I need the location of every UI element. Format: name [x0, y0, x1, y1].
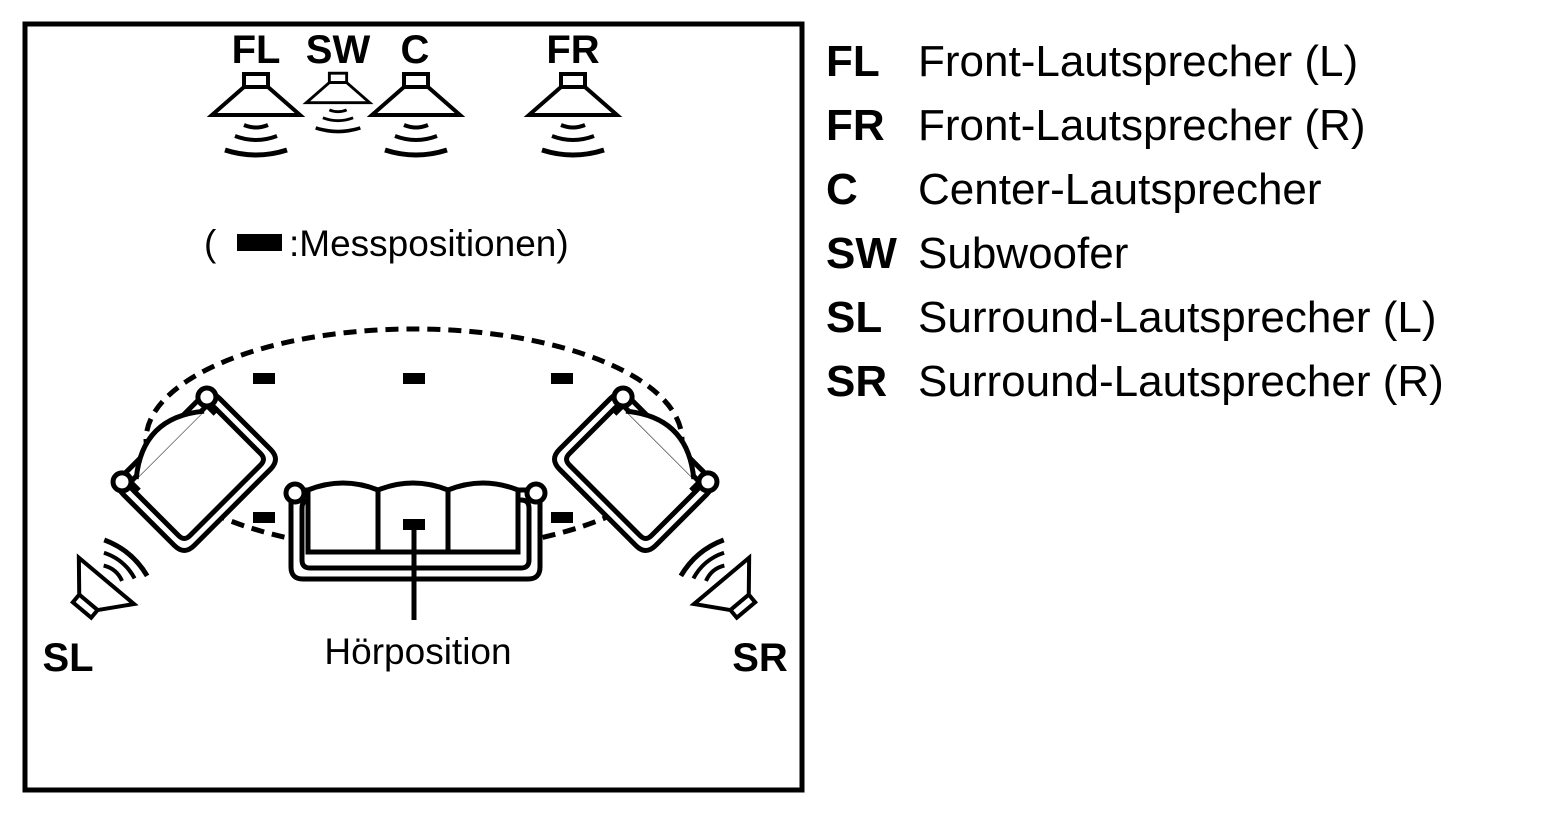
diagram-frame: [22, 21, 805, 793]
speaker-layout-diagram: FL SW C FR ( :Messpositionen) Hörpositio…: [22, 21, 805, 793]
speaker-c-icon: [372, 74, 460, 155]
legend-description: Center-Lautsprecher: [918, 165, 1322, 214]
legend-description: Subwoofer: [918, 229, 1129, 278]
listening-position-marker: [403, 519, 425, 530]
legend-description: Front-Lautsprecher (R): [918, 101, 1366, 150]
label-c: C: [401, 28, 430, 72]
legend-item: SW Subwoofer: [826, 222, 1444, 286]
legend-description: Surround-Lautsprecher (L): [918, 293, 1437, 342]
label-sw: SW: [306, 28, 371, 72]
legend-item: FL Front-Lautsprecher (L): [826, 30, 1444, 94]
legend-code: SW: [826, 229, 897, 278]
measure-note-open: (: [204, 223, 217, 264]
speaker-fr-icon: [529, 74, 617, 155]
legend-description: Surround-Lautsprecher (R): [918, 357, 1444, 406]
legend-item: FR Front-Lautsprecher (R): [826, 94, 1444, 158]
label-fl: FL: [232, 28, 281, 72]
legend-item: C Center-Lautsprecher: [826, 158, 1444, 222]
legend-description: Front-Lautsprecher (L): [918, 37, 1359, 86]
listening-position-label: Hörposition: [324, 631, 511, 672]
measure-position-marker: [551, 512, 573, 523]
label-sr: SR: [732, 636, 788, 680]
label-fr: FR: [546, 28, 599, 72]
measure-position-marker: [403, 373, 425, 384]
legend-item: SR Surround-Lautsprecher (R): [826, 350, 1444, 414]
legend-item: SL Surround-Lautsprecher (L): [826, 286, 1444, 350]
legend-code: FR: [826, 101, 885, 150]
speaker-sr-icon: [671, 531, 773, 633]
measure-marker-key: [237, 234, 282, 251]
speaker-sw-icon: [304, 71, 372, 134]
legend-code: SR: [826, 357, 888, 406]
measure-position-marker: [551, 373, 573, 384]
label-sl: SL: [42, 636, 93, 680]
speaker-sl-icon: [54, 531, 156, 633]
legend-code: FL: [826, 37, 880, 86]
legend-code: SL: [826, 293, 883, 342]
speaker-fl-icon: [212, 74, 300, 155]
measure-position-marker: [253, 373, 275, 384]
speaker-legend: FL Front-Lautsprecher (L) FR Front-Lautspr…: [826, 30, 1444, 414]
legend-code: C: [826, 165, 858, 214]
measure-position-marker: [253, 512, 275, 523]
measure-note-text: :Messpositionen): [289, 223, 569, 264]
